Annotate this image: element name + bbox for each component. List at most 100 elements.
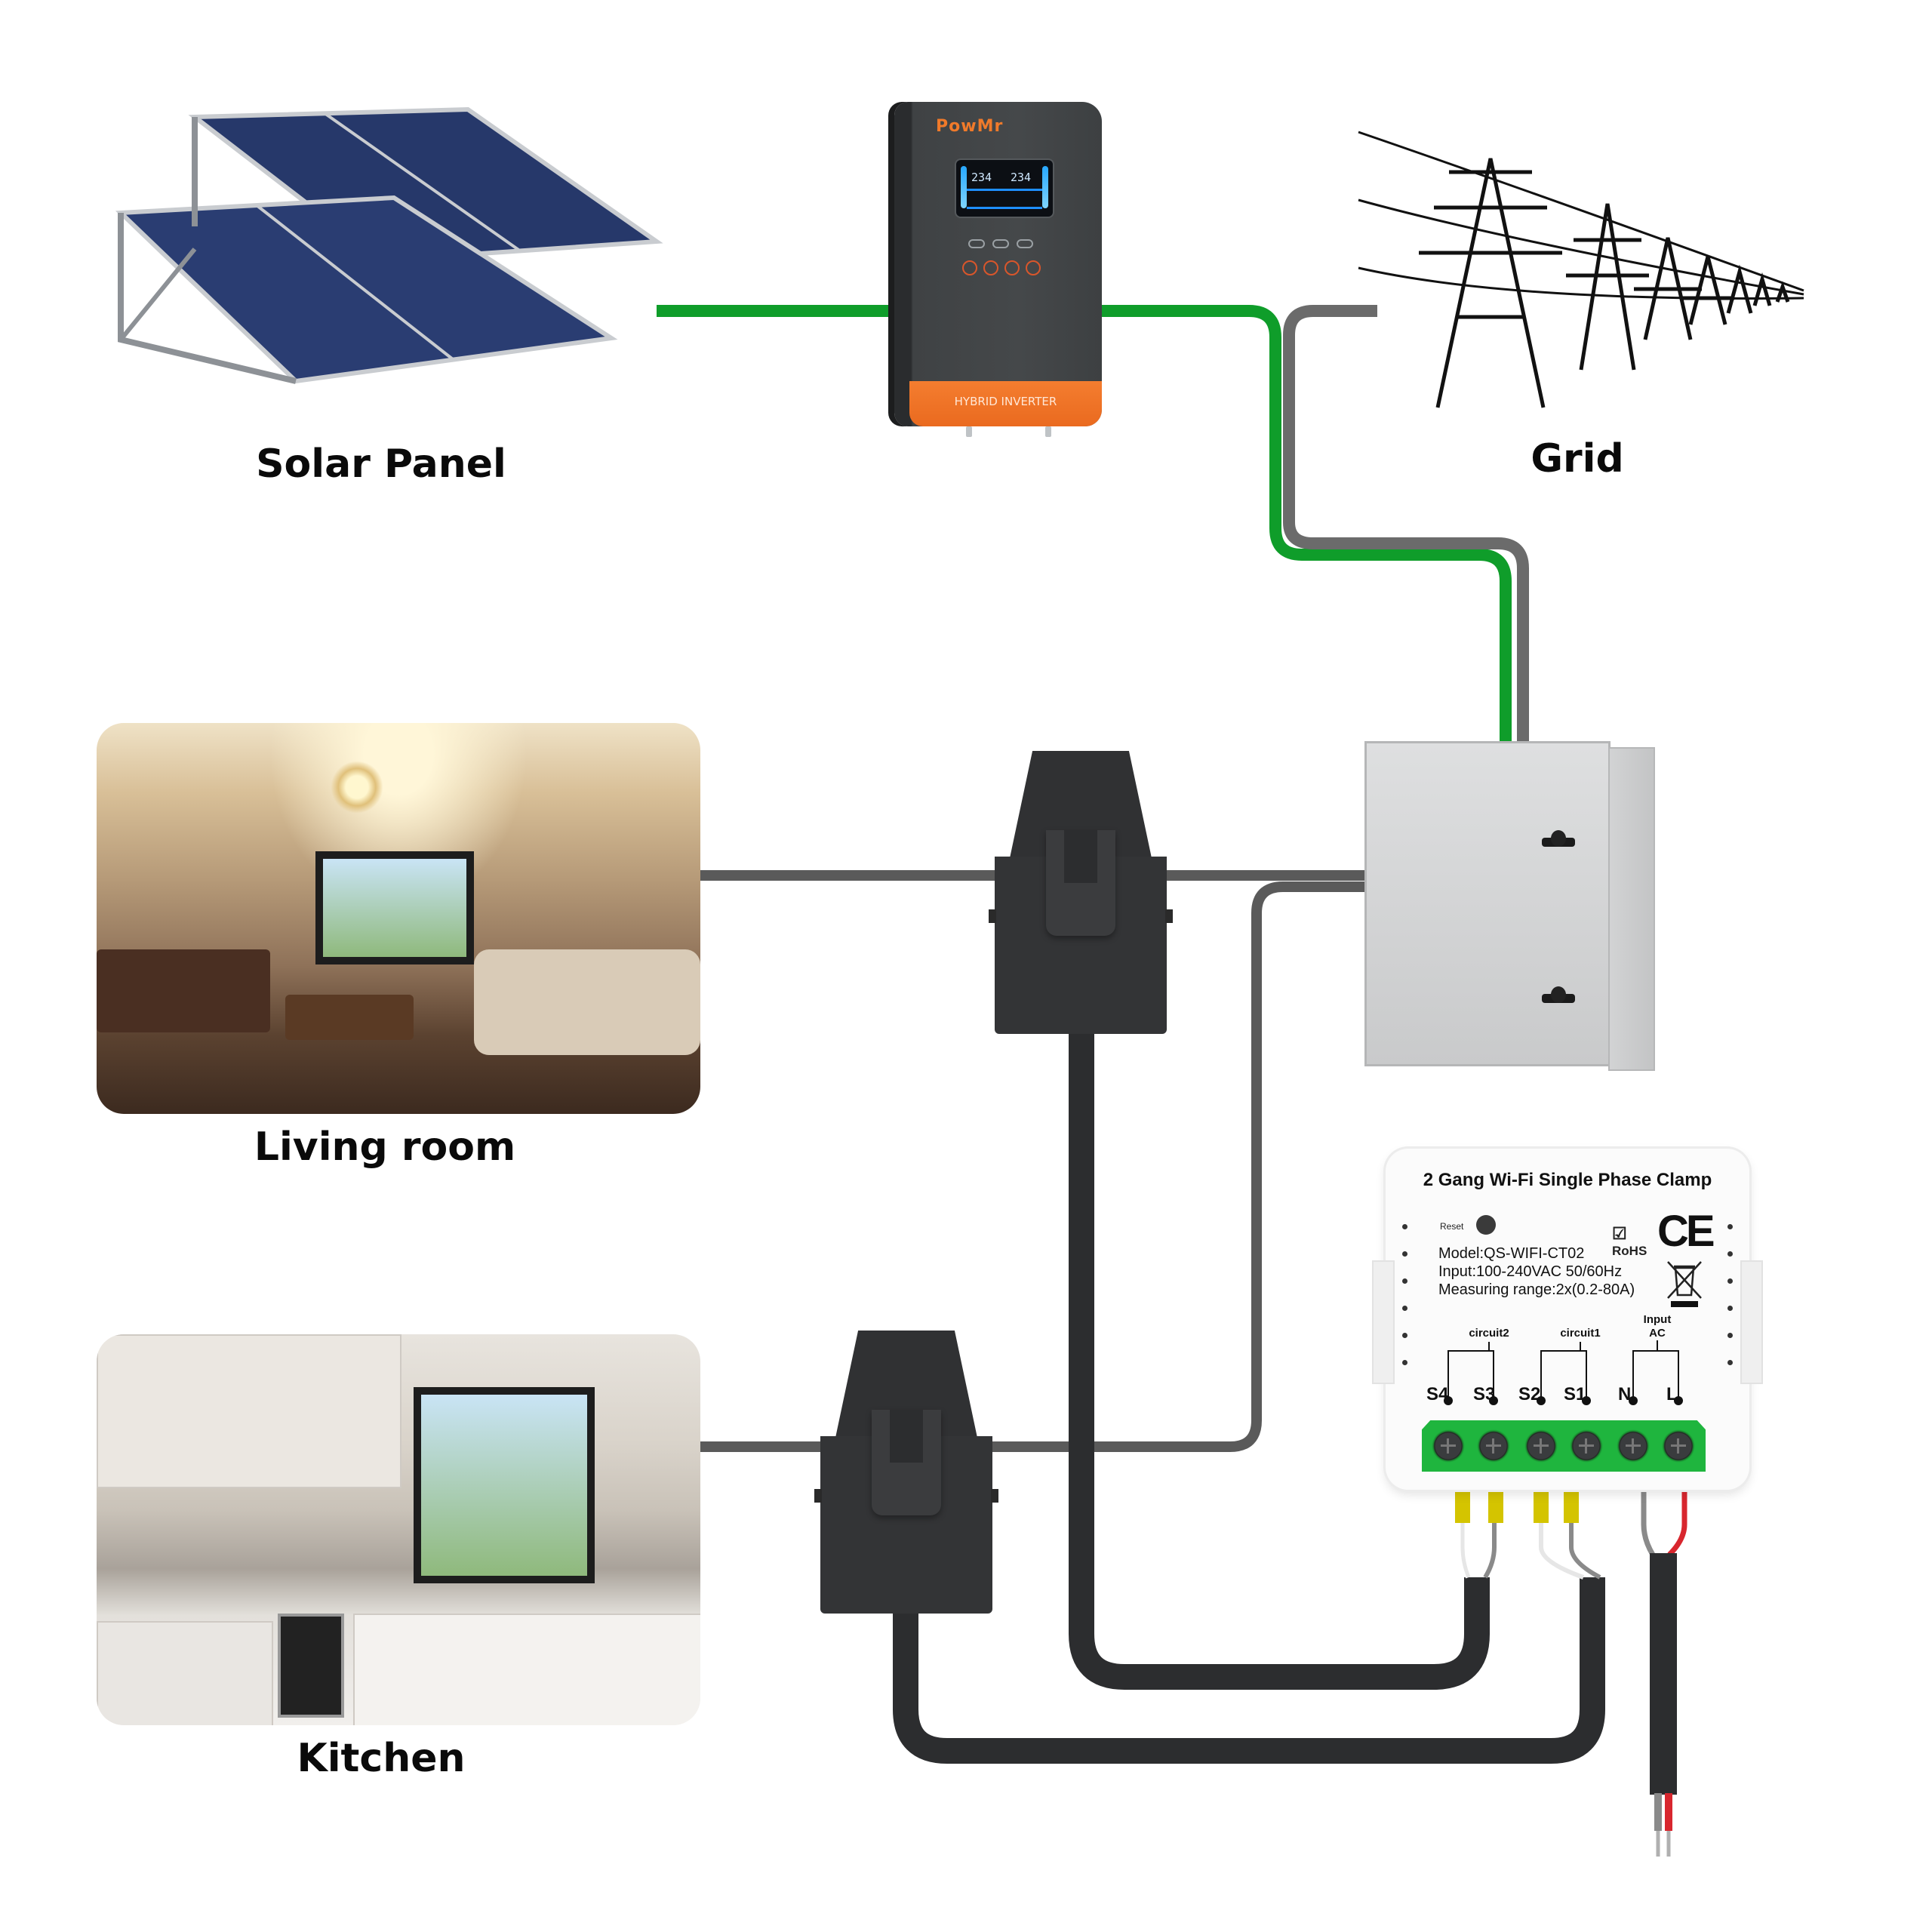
current-clamp-1 — [989, 751, 1173, 1034]
solar-panel-label: Solar Panel — [256, 441, 506, 487]
grid-to-box-wire — [1283, 305, 1529, 747]
terminal-dot — [1489, 1396, 1498, 1405]
lcd-bottom-line — [967, 207, 1042, 209]
clamp-tab — [1165, 909, 1173, 923]
ce-mark-icon: CE — [1657, 1207, 1715, 1256]
upper-cabinets — [97, 1334, 401, 1488]
terminal-screw-n[interactable] — [1617, 1429, 1650, 1463]
terminal-dot — [1629, 1396, 1638, 1405]
inverter-label-band: HYBRID INVERTER — [909, 381, 1102, 426]
rohs-text: RoHS — [1612, 1244, 1647, 1258]
clamp-tab — [991, 1489, 998, 1503]
neutral-lead — [1641, 1488, 1656, 1556]
yellow-ferrules — [1455, 1488, 1579, 1523]
terminal-screw-l[interactable] — [1662, 1429, 1695, 1463]
vent-dot — [1402, 1360, 1407, 1365]
input-voltage-readout: 234 — [971, 171, 992, 184]
terminal-screw-s3[interactable] — [1477, 1429, 1510, 1463]
battery-level-arc-left — [961, 166, 967, 208]
tv-cabinet — [97, 949, 270, 1032]
weee-bin-icon — [1667, 1261, 1702, 1307]
live-strip — [1665, 1793, 1672, 1831]
status-indicator-chg — [992, 239, 1009, 248]
terminal-dot — [1674, 1396, 1683, 1405]
window — [414, 1387, 595, 1583]
down-button[interactable] — [1004, 260, 1020, 275]
mounting-ear-right — [1740, 1260, 1763, 1384]
inverter-to-box-wire — [1098, 305, 1512, 747]
chandelier — [331, 761, 383, 814]
oven — [278, 1614, 344, 1718]
inverter-brand-logo: PowMr — [936, 117, 1004, 136]
vent-dot — [1402, 1306, 1407, 1311]
model-text: Model:QS-WIFI-CT02 — [1438, 1245, 1585, 1262]
clamp-2-cable — [893, 1577, 1605, 1764]
inverter-terminal — [1045, 426, 1051, 437]
measuring-range-text: Measuring range:2x(0.2-80A) — [1438, 1281, 1635, 1298]
living-room-label: Living room — [254, 1124, 516, 1170]
output-voltage-readout: 234 — [1011, 171, 1032, 184]
up-button[interactable] — [983, 260, 998, 275]
esc-button[interactable] — [962, 260, 977, 275]
vent-dot — [1727, 1224, 1733, 1229]
ac-input-cable — [1650, 1553, 1677, 1795]
enter-button[interactable] — [1026, 260, 1041, 275]
bare-wire-ends — [1656, 1831, 1671, 1857]
terminal-n-label: N — [1618, 1384, 1632, 1404]
solar-panel-image — [115, 106, 663, 384]
grid-label: Grid — [1531, 436, 1624, 481]
battery-level-arc-right — [1042, 166, 1048, 208]
hybrid-inverter: PowMr 234 234 HYBRID INVERTER — [894, 102, 1102, 437]
vent-dot — [1402, 1278, 1407, 1284]
terminal-screw-s4[interactable] — [1432, 1429, 1465, 1463]
circuit2-label: circuit2 — [1469, 1327, 1509, 1340]
vent-dot — [1727, 1360, 1733, 1365]
kitchen-photo — [97, 1334, 700, 1725]
kitchen-label: Kitchen — [297, 1736, 466, 1781]
vent-dot — [1727, 1333, 1733, 1338]
terminal-screw-s2[interactable] — [1524, 1429, 1558, 1463]
rohs-icon: ☑RoHS — [1612, 1224, 1647, 1258]
distribution-box — [1364, 741, 1655, 1073]
neutral-strip — [1654, 1793, 1662, 1831]
terminal-screw-s1[interactable] — [1570, 1429, 1603, 1463]
vent-dot — [1727, 1251, 1733, 1257]
lower-cabinets — [353, 1614, 700, 1725]
sofa — [474, 949, 700, 1055]
clamp-latch[interactable] — [872, 1410, 941, 1515]
vent-dot — [1727, 1278, 1733, 1284]
wifi-clamp-meter: 2 Gang Wi-Fi Single Phase Clamp Reset Mo… — [1372, 1149, 1763, 1490]
circuit1-label: circuit1 — [1560, 1327, 1601, 1340]
vent-dot — [1727, 1306, 1733, 1311]
mounting-ear-left — [1372, 1260, 1395, 1384]
inverter-model-label: HYBRID INVERTER — [954, 395, 1057, 408]
input-label: Input — [1643, 1313, 1672, 1326]
living-room-photo — [97, 723, 700, 1114]
door-lock-upper[interactable] — [1542, 830, 1575, 847]
clamp-latch[interactable] — [1046, 830, 1115, 936]
status-indicator-fault — [1017, 239, 1033, 248]
clamp-tab — [814, 1489, 822, 1503]
meter-title: 2 Gang Wi-Fi Single Phase Clamp — [1423, 1170, 1712, 1190]
box-to-kitchen-wire — [700, 881, 1370, 1452]
terminal-dot — [1444, 1396, 1453, 1405]
vent-dot — [1402, 1333, 1407, 1338]
stove-counter — [97, 1621, 273, 1725]
window — [315, 851, 474, 964]
current-clamp-2 — [814, 1331, 998, 1614]
distribution-box-door[interactable] — [1364, 741, 1611, 1066]
clamp-tab — [989, 909, 996, 923]
vent-dot — [1402, 1251, 1407, 1257]
grid-towers-image — [1358, 131, 1804, 408]
reset-label: Reset — [1440, 1221, 1464, 1232]
vent-dot — [1402, 1224, 1407, 1229]
clamp-1-cable — [1069, 1034, 1490, 1690]
ac-label: AC — [1649, 1327, 1666, 1340]
reset-button[interactable] — [1476, 1215, 1496, 1235]
lcd-divider — [967, 189, 1042, 191]
live-lead — [1667, 1488, 1687, 1557]
inverter-lcd-display: 234 234 — [955, 158, 1054, 218]
door-lock-lower[interactable] — [1542, 986, 1575, 1003]
terminal-dot — [1582, 1396, 1591, 1405]
